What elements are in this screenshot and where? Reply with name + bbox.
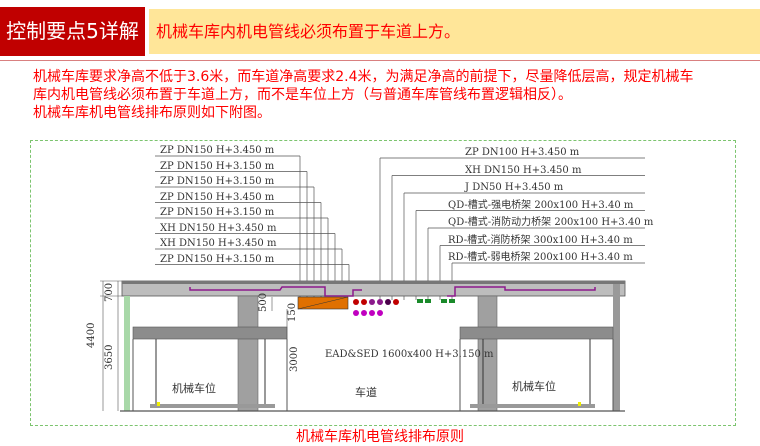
left-pipe-label: XH DN150 H+3.450 m	[160, 238, 277, 249]
header-divider	[0, 60, 760, 61]
description: 机械车库要求净高不低于3.6米，而车道净高要求2.4米，为满足净高的前提下，尽量…	[33, 68, 753, 122]
left-pipe-label: ZP DN150 H+3.450 m	[160, 145, 275, 156]
right-pipe-label: ZP DN100 H+3.450 m	[465, 147, 580, 158]
duct-label: EAD&SED 1600x400 H+3.150 m	[325, 349, 494, 360]
cable-tray-icon	[449, 299, 455, 303]
right-pipe-label: QD-槽式-强电桥架 200x100 H+3.40 m	[448, 199, 634, 211]
lift-platform	[132, 326, 288, 340]
left-pipe-label: ZP DN150 H+3.150 m	[160, 207, 275, 218]
pipe-section-icon	[353, 310, 359, 316]
right-pipe-label: XH DN150 H+3.450 m	[465, 164, 582, 176]
dim-4400: 4400	[86, 322, 97, 348]
section-badge: 控制要点5详解	[0, 7, 145, 56]
pipe-section-icon	[369, 310, 375, 316]
pipe-section-icon	[361, 299, 367, 305]
pipe-section-icon	[385, 299, 391, 305]
left-pipe-label: XH DN150 H+3.450 m	[160, 222, 277, 234]
left-pipe-label: ZP DN150 H+3.150 m	[160, 176, 275, 187]
pipe-section-icon	[393, 299, 399, 305]
wall	[124, 296, 130, 411]
page-title: 机械车库内机电管线必须布置于车道上方。	[149, 9, 760, 54]
cable-tray-icon	[425, 299, 431, 303]
description-line: 机械车库要求净高不低于3.6米，而车道净高要求2.4米，为满足净高的前提下，尽量…	[33, 69, 694, 85]
pipe-section-icon	[361, 310, 367, 316]
right-pipe-label: RD-槽式-弱电桥架 200x100 H+3.40 m	[448, 252, 633, 263]
pipe-section-icon	[377, 299, 383, 305]
pipe-section-icon	[369, 299, 375, 305]
description-line: 机械车库机电管线排布原则如下附图。	[33, 105, 271, 121]
left-pipe-label: ZP DN150 H+3.450 m	[160, 191, 275, 203]
cable-tray-icon	[441, 299, 447, 303]
purple-pipe	[189, 286, 362, 297]
drawing-frame	[30, 140, 736, 426]
left-pipe-label: ZP DN150 H+3.150 m	[160, 253, 275, 265]
figure-caption: 机械车库机电管线排布原则	[296, 429, 464, 445]
dim-500: 500	[258, 292, 269, 312]
column	[237, 295, 259, 412]
right-pipe-label: QD-槽式-消防动力桥架 200x100 H+3.40 m	[448, 217, 654, 228]
dim-3000: 3000	[289, 346, 300, 372]
parking-space-left: 机械车位	[172, 382, 216, 395]
column	[613, 284, 620, 411]
left-pipe-label: ZP DN150 H+3.150 m	[160, 160, 275, 172]
lane-label: 车道	[355, 386, 377, 399]
parking-space-right: 机械车位	[512, 380, 556, 393]
dim-150: 150	[287, 302, 298, 322]
cable-tray-icon	[417, 299, 423, 303]
right-pipe-label: J DN50 H+3.450 m	[465, 182, 564, 193]
dim-700: 700	[104, 282, 115, 302]
dim-3650: 3650	[104, 344, 115, 370]
right-pipe-label: RD-槽式-消防桥架 300x100 H+3.40 m	[448, 234, 633, 246]
description-line: 库内机电管线必须布置于车道上方，而不是车位上方（与普通车库管线布置逻辑相反）。	[33, 87, 572, 103]
lift-platform	[459, 326, 614, 340]
pipe-section-icon	[353, 299, 359, 305]
pipe-section-icon	[377, 310, 383, 316]
